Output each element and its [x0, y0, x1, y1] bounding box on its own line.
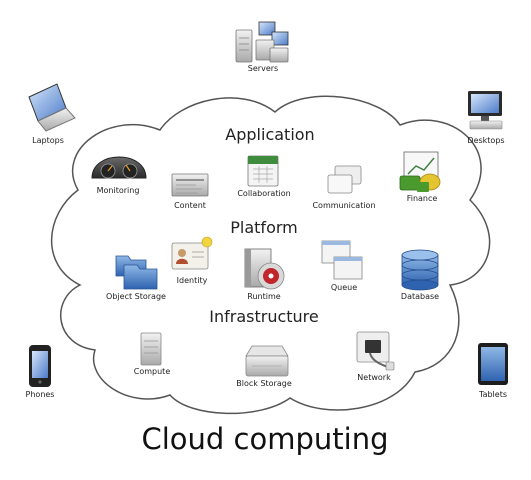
servers-icon: [235, 21, 289, 63]
network-label: Network: [357, 373, 391, 382]
runtime-label: Runtime: [247, 292, 281, 301]
finance-icon: [399, 151, 441, 192]
queue-label: Queue: [330, 283, 358, 292]
content-icon: [171, 173, 209, 197]
tablet-icon: [478, 343, 508, 385]
content-label: Content: [174, 201, 206, 210]
database-icon: [401, 249, 439, 291]
object-storage-label: Object Storage: [106, 292, 166, 301]
layer-platform: Platform: [230, 218, 298, 237]
block-storage-icon: [245, 345, 289, 377]
database-label: Database: [400, 292, 440, 301]
queue-icon: [321, 240, 363, 280]
communication-icon: [327, 165, 362, 194]
communication-label: Communication: [312, 201, 376, 210]
runtime-icon: [244, 248, 285, 290]
desktops-label: Desktops: [467, 136, 505, 145]
servers-label: Servers: [247, 64, 279, 73]
monitoring-label: Monitoring: [96, 186, 140, 195]
collaboration-icon: [247, 155, 279, 187]
folder-icon: [115, 255, 158, 290]
block-storage-label: Block Storage: [236, 379, 292, 388]
collaboration-label: Collaboration: [237, 189, 291, 198]
layer-application: Application: [225, 125, 315, 144]
identity-label: Identity: [176, 276, 208, 285]
compute-label: Compute: [133, 367, 171, 376]
diagram-caption: Cloud computing: [141, 422, 389, 456]
phone-icon: [29, 345, 51, 387]
identity-icon: [171, 236, 213, 270]
layer-infrastructure: Infrastructure: [209, 307, 319, 326]
compute-icon: [140, 332, 162, 366]
network-icon: [356, 331, 395, 371]
phones-label: Phones: [25, 390, 55, 399]
laptop-icon: [28, 83, 76, 132]
laptops-label: Laptops: [32, 136, 64, 145]
monitoring-icon: [91, 156, 147, 179]
desktop-icon: [468, 91, 503, 130]
finance-label: Finance: [406, 194, 438, 203]
tablets-label: Tablets: [479, 390, 507, 399]
